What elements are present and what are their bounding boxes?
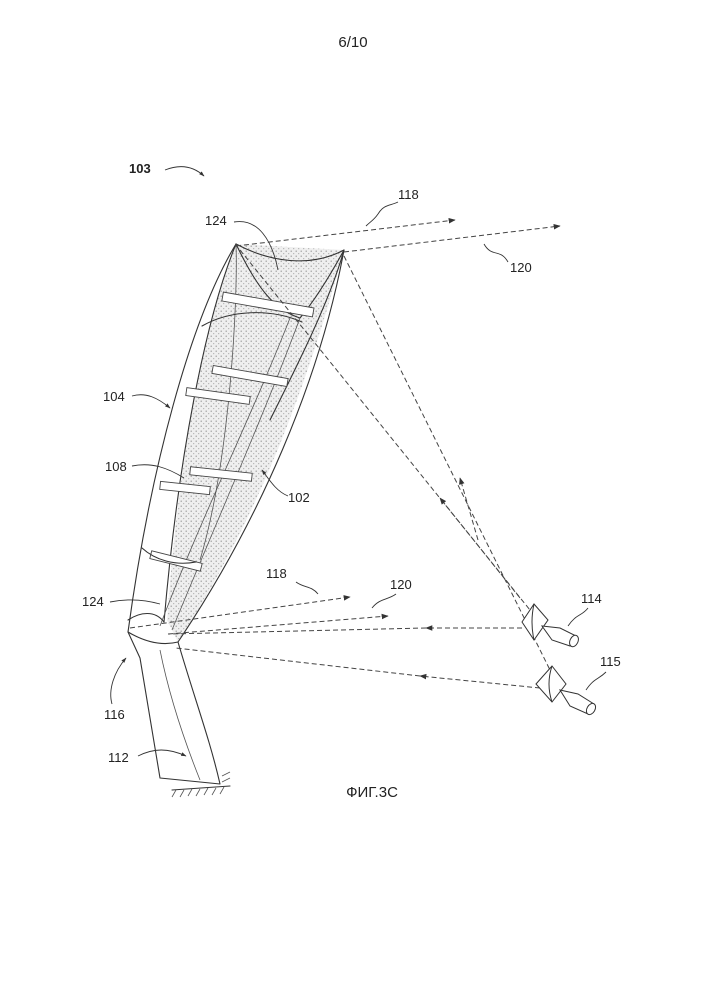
leader-103 bbox=[164, 166, 205, 177]
support-arm-inner bbox=[159, 649, 201, 781]
beam-120-top bbox=[343, 223, 561, 253]
leader-102 bbox=[261, 469, 289, 497]
leader-114 bbox=[567, 607, 589, 627]
label-114: 114 bbox=[581, 591, 602, 606]
leader-104 bbox=[131, 394, 171, 409]
ribs-108 bbox=[149, 291, 315, 572]
figure-caption: ФИГ.3С bbox=[346, 784, 398, 801]
beam-120-bottom bbox=[167, 613, 389, 635]
upper-strap bbox=[201, 312, 303, 327]
ray-arrow-mid bbox=[439, 497, 521, 599]
bottom-edge-124 bbox=[127, 631, 179, 645]
label-118-bottom: 118 bbox=[266, 566, 287, 581]
label-108: 108 bbox=[105, 459, 127, 474]
label-115: 115 bbox=[600, 654, 621, 669]
beam-from-115-cont bbox=[175, 647, 421, 677]
ray-top-right-to-115 bbox=[343, 255, 553, 675]
label-103: 103 bbox=[129, 161, 151, 176]
label-120-top: 120 bbox=[510, 260, 532, 275]
beam-from-115 bbox=[419, 673, 541, 689]
label-112: 112 bbox=[108, 750, 129, 765]
bottom-inner-edge bbox=[127, 612, 165, 623]
support-arm-112 bbox=[127, 631, 221, 785]
frame-outer-edge bbox=[127, 243, 237, 633]
page-number: 6/10 bbox=[338, 34, 367, 51]
frame-right-edge bbox=[177, 249, 345, 643]
label-124-top: 124 bbox=[205, 213, 227, 228]
leader-120-bottom bbox=[371, 593, 397, 609]
reflector-surface-102 bbox=[167, 244, 344, 642]
label-104: 104 bbox=[103, 389, 125, 404]
leader-124-bottom bbox=[109, 599, 161, 605]
label-124-bottom: 124 bbox=[82, 594, 104, 609]
source-115 bbox=[535, 665, 597, 716]
leader-112 bbox=[137, 749, 187, 757]
leader-120-top bbox=[483, 243, 509, 263]
beam-from-114-cont bbox=[167, 627, 427, 635]
ground-hatch bbox=[171, 771, 231, 798]
source-114 bbox=[521, 603, 579, 648]
label-120-bottom: 120 bbox=[390, 577, 412, 592]
ray-arrow-up bbox=[459, 477, 479, 541]
leader-124-top bbox=[233, 221, 279, 271]
beam-118-top bbox=[235, 217, 456, 247]
ray-top-left-to-114 bbox=[239, 249, 531, 611]
center-spine-3 bbox=[199, 243, 237, 561]
leader-115 bbox=[585, 671, 607, 691]
frame-right-edge-2 bbox=[269, 249, 345, 421]
label-118-top: 118 bbox=[398, 187, 419, 202]
leader-118-bottom bbox=[295, 581, 319, 595]
top-edge-124 bbox=[235, 243, 345, 262]
leader-116 bbox=[110, 657, 127, 705]
leader-118-top bbox=[365, 201, 399, 227]
label-102: 102 bbox=[288, 490, 310, 505]
lower-strap bbox=[141, 547, 197, 564]
label-116: 116 bbox=[104, 707, 125, 722]
leader-108 bbox=[131, 464, 185, 479]
ground-line bbox=[171, 785, 231, 791]
beam-118-bottom bbox=[129, 595, 351, 629]
